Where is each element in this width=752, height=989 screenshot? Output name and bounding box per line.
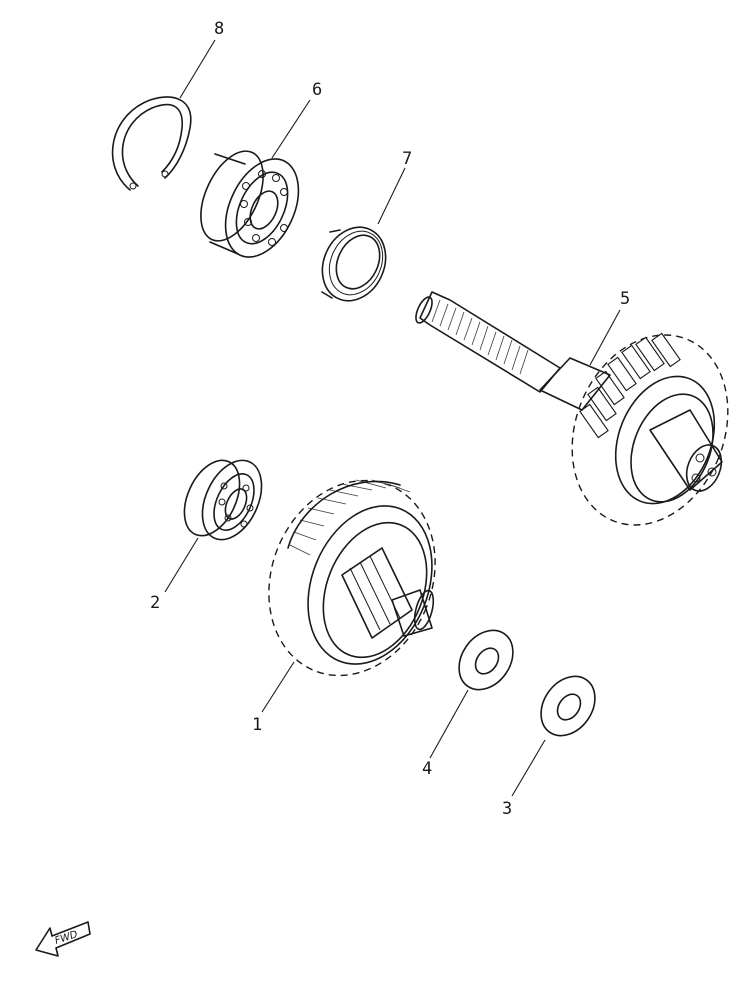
- drive-axle: [415, 291, 729, 526]
- callout-4: 4: [422, 759, 432, 779]
- leader-7: [377, 167, 406, 225]
- callout-8: 8: [214, 19, 224, 39]
- ball-bearing-large: [200, 150, 300, 258]
- washer-4: [458, 629, 514, 691]
- leader-2: [164, 537, 199, 593]
- ball-bearing-small: [183, 459, 263, 541]
- callout-1: 1: [252, 715, 262, 735]
- leader-3: [511, 739, 546, 797]
- forward-arrow-icon: FWD: [35, 921, 91, 957]
- circlip: [111, 96, 192, 191]
- washer-3: [540, 675, 596, 737]
- leader-6: [271, 99, 311, 159]
- oil-seal: [321, 226, 387, 302]
- leader-lines: [164, 39, 621, 797]
- leader-5: [589, 309, 621, 366]
- leader-1: [261, 661, 295, 713]
- primary-drive-gear: [268, 479, 436, 677]
- leader-8: [179, 39, 216, 99]
- callout-3: 3: [502, 799, 512, 819]
- leader-4: [429, 689, 469, 759]
- callout-7: 7: [402, 149, 412, 169]
- callout-6: 6: [312, 80, 322, 100]
- callout-5: 5: [620, 289, 630, 309]
- callout-2: 2: [150, 593, 160, 613]
